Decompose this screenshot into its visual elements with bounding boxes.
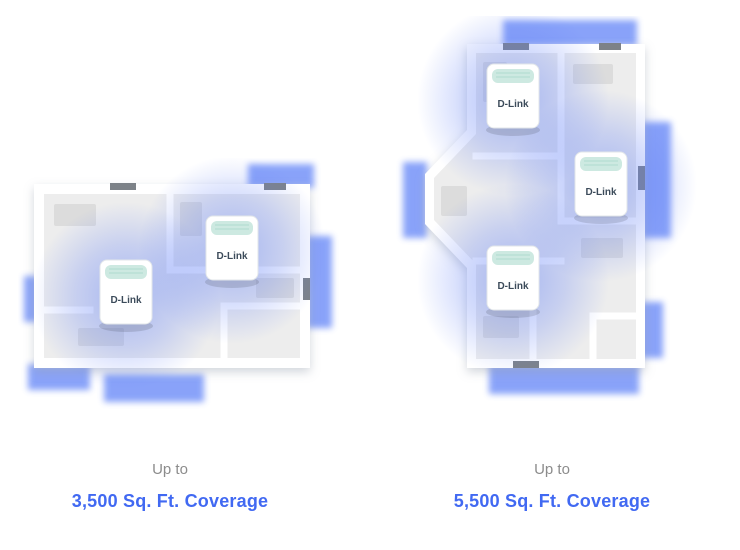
coverage-label: 3,500 Sq. Ft. Coverage — [71, 491, 269, 511]
floorplan-two-node: D-Link D-Link — [24, 158, 332, 402]
upto-label: Up to — [152, 461, 188, 478]
coverage-label: 5,500 Sq. Ft. Coverage — [453, 491, 651, 511]
floorplan-three-node: D-Link D-Link D-Link — [403, 16, 697, 394]
upto-label: Up to — [534, 461, 570, 478]
router-logo: D-Link — [497, 281, 529, 292]
mesh-router: D-Link — [486, 245, 540, 318]
mesh-router: D-Link — [205, 215, 259, 288]
router-logo: D-Link — [585, 187, 617, 198]
caption-three-node: Up to 5,500 Sq. Ft. Coverage — [392, 462, 712, 512]
router-logo: D-Link — [216, 251, 248, 262]
mesh-router: D-Link — [574, 151, 628, 224]
mesh-router: D-Link — [486, 63, 540, 136]
caption-two-node: Up to 3,500 Sq. Ft. Coverage — [10, 462, 330, 512]
mesh-router: D-Link — [99, 259, 153, 332]
router-logo: D-Link — [497, 99, 529, 110]
router-logo: D-Link — [110, 295, 142, 306]
